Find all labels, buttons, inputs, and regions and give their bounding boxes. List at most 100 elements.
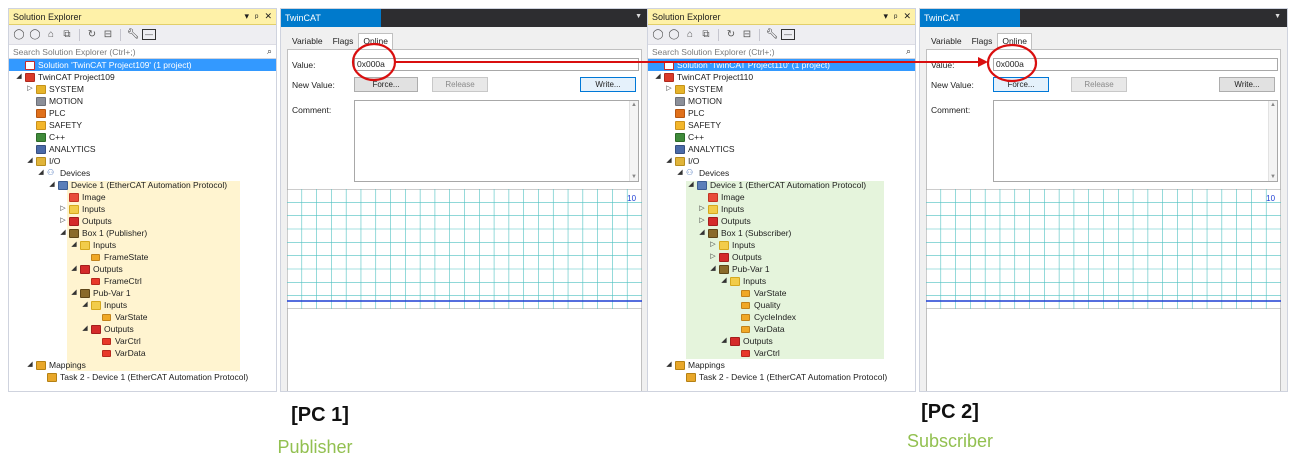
tab-variable[interactable]: Variable — [292, 36, 323, 46]
search-icon[interactable]: ⌕ — [905, 46, 911, 56]
expander-icon[interactable]: ▷ — [710, 241, 716, 248]
tree-item[interactable]: FrameCtrl — [9, 275, 276, 287]
tree-item[interactable]: SAFETY — [648, 119, 915, 131]
tree-item[interactable]: CycleIndex — [648, 311, 915, 323]
tree-item[interactable]: ◢Box 1 (Subscriber) — [648, 227, 915, 239]
tree-item[interactable]: ▷Outputs — [648, 215, 915, 227]
forward-icon[interactable]: ◯ — [668, 29, 680, 40]
tree-item[interactable]: Solution 'TwinCAT Project110' (1 project… — [648, 59, 915, 71]
value-field[interactable]: 0x000a — [993, 58, 1278, 71]
tree-item[interactable]: ◢Outputs — [648, 335, 915, 347]
tree-item[interactable]: ◢Pub-Var 1 — [9, 287, 276, 299]
expander-icon[interactable]: ◢ — [16, 73, 22, 80]
scroll-up-icon[interactable]: ▲ — [1270, 102, 1276, 108]
tree-item[interactable]: VarState — [648, 287, 915, 299]
scroll-up-icon[interactable]: ▲ — [631, 102, 637, 108]
tab-flags[interactable]: Flags — [332, 36, 354, 46]
tree-item[interactable]: ◢I/O — [9, 155, 276, 167]
tree-item[interactable]: VarData — [9, 347, 276, 359]
force-button[interactable]: Force... — [354, 77, 418, 92]
comment-scrollbar[interactable]: ▲ ▼ — [1268, 101, 1277, 181]
search-icon[interactable]: ⌕ — [266, 46, 272, 56]
chevron-down-icon[interactable]: ▼ — [1274, 13, 1281, 20]
pin-icon[interactable]: ᵖ — [894, 11, 898, 22]
expander-icon[interactable]: ▷ — [60, 205, 66, 212]
expander-icon[interactable]: ◢ — [721, 277, 727, 284]
release-button[interactable]: Release — [432, 77, 488, 92]
tree-item[interactable]: Task 2 - Device 1 (EtherCAT Automation P… — [9, 371, 276, 383]
dropdown-icon[interactable]: ▾ — [883, 11, 889, 21]
chevron-down-icon[interactable]: ▼ — [635, 13, 642, 20]
expander-icon[interactable]: ◢ — [666, 157, 672, 164]
tree-item[interactable]: ◢⚇Devices — [9, 167, 276, 179]
document-tab[interactable]: TwinCAT Project109⊕✕ — [281, 9, 381, 41]
tree-item[interactable]: FrameState — [9, 251, 276, 263]
tab-online[interactable]: Online — [997, 33, 1032, 49]
document-tab[interactable]: TwinCAT Project110⊕✕ — [920, 9, 1020, 41]
tab-online[interactable]: Online — [358, 33, 393, 49]
expander-icon[interactable]: ▷ — [710, 253, 716, 260]
tree-item[interactable]: SAFETY — [9, 119, 276, 131]
value-field[interactable]: 0x000a — [354, 58, 639, 71]
expander-icon[interactable]: ◢ — [82, 301, 88, 308]
expander-icon[interactable]: ▷ — [27, 85, 33, 92]
close-icon[interactable]: ✕ — [903, 11, 911, 21]
expander-icon[interactable]: ◢ — [666, 361, 672, 368]
tree-item[interactable]: ◢Device 1 (EtherCAT Automation Protocol) — [648, 179, 915, 191]
tree-item[interactable]: Quality — [648, 299, 915, 311]
write-button[interactable]: Write... — [580, 77, 636, 92]
tree-item[interactable]: ANALYTICS — [648, 143, 915, 155]
expander-icon[interactable]: ◢ — [27, 157, 33, 164]
tree-item[interactable]: Task 2 - Device 1 (EtherCAT Automation P… — [648, 371, 915, 383]
tree-item[interactable]: Image — [9, 191, 276, 203]
tree-item[interactable]: ◢Device 1 (EtherCAT Automation Protocol) — [9, 179, 276, 191]
tab-variable[interactable]: Variable — [931, 36, 962, 46]
expander-icon[interactable]: ◢ — [82, 325, 88, 332]
tab-flags[interactable]: Flags — [971, 36, 993, 46]
tree-item[interactable]: ▷Inputs — [648, 203, 915, 215]
home-icon[interactable]: ⌂ — [47, 29, 55, 40]
forward-icon[interactable]: ◯ — [29, 29, 41, 40]
tree-item[interactable]: PLC — [9, 107, 276, 119]
back-icon[interactable]: ◯ — [13, 29, 25, 40]
expander-icon[interactable]: ◢ — [677, 169, 683, 176]
home-icon[interactable]: ⌂ — [686, 29, 694, 40]
tree-item[interactable]: ◢Outputs — [9, 323, 276, 335]
wrench-icon[interactable]: 🔧︎ — [765, 29, 779, 40]
tree-item[interactable]: ◢I/O — [648, 155, 915, 167]
comment-field[interactable]: ▲ ▼ — [993, 100, 1278, 182]
pin-icon[interactable]: ᵖ — [255, 11, 259, 22]
tree-item[interactable]: ▷Inputs — [648, 239, 915, 251]
tree-item[interactable]: ◢Inputs — [9, 239, 276, 251]
collapse-icon[interactable]: ⊟ — [103, 29, 113, 40]
solution-explorer-search[interactable]: Search Solution Explorer (Ctrl+;) ⌕ — [9, 45, 276, 59]
tree-item[interactable]: ◢Mappings — [9, 359, 276, 371]
tree-item[interactable]: ◢TwinCAT Project110 — [648, 71, 915, 83]
expander-icon[interactable]: ◢ — [699, 229, 705, 236]
expander-icon[interactable]: ◢ — [71, 289, 77, 296]
tree-item[interactable]: C++ — [9, 131, 276, 143]
tree-item[interactable]: Solution 'TwinCAT Project109' (1 project… — [9, 59, 276, 71]
tree-item[interactable]: ◢Box 1 (Publisher) — [9, 227, 276, 239]
tree-item[interactable]: VarCtrl — [648, 347, 915, 359]
wrench-icon[interactable]: 🔧︎ — [126, 29, 140, 40]
expander-icon[interactable]: ◢ — [38, 169, 44, 176]
tree-item[interactable]: VarState — [9, 311, 276, 323]
back-icon[interactable]: ◯ — [652, 29, 664, 40]
tree-item[interactable]: ◢Pub-Var 1 — [648, 263, 915, 275]
comment-scrollbar[interactable]: ▲ ▼ — [629, 101, 638, 181]
tree-item[interactable]: ▷SYSTEM — [648, 83, 915, 95]
tree-item[interactable]: ▷SYSTEM — [9, 83, 276, 95]
switch-views-icon[interactable]: ⧉ — [63, 29, 71, 40]
expander-icon[interactable]: ◢ — [721, 337, 727, 344]
solution-explorer-search[interactable]: Search Solution Explorer (Ctrl+;) ⌕ — [648, 45, 915, 59]
force-button[interactable]: Force... — [993, 77, 1049, 92]
tree-item[interactable]: ◢TwinCAT Project109 — [9, 71, 276, 83]
expander-icon[interactable]: ▷ — [699, 217, 705, 224]
release-button[interactable]: Release — [1071, 77, 1127, 92]
tree-item[interactable]: ◢Inputs — [9, 299, 276, 311]
collapse-icon[interactable]: ⊟ — [742, 29, 752, 40]
history-icon[interactable]: ↻ — [87, 29, 97, 40]
tree-item[interactable]: ◢⚇Devices — [648, 167, 915, 179]
expander-icon[interactable]: ◢ — [710, 265, 716, 272]
